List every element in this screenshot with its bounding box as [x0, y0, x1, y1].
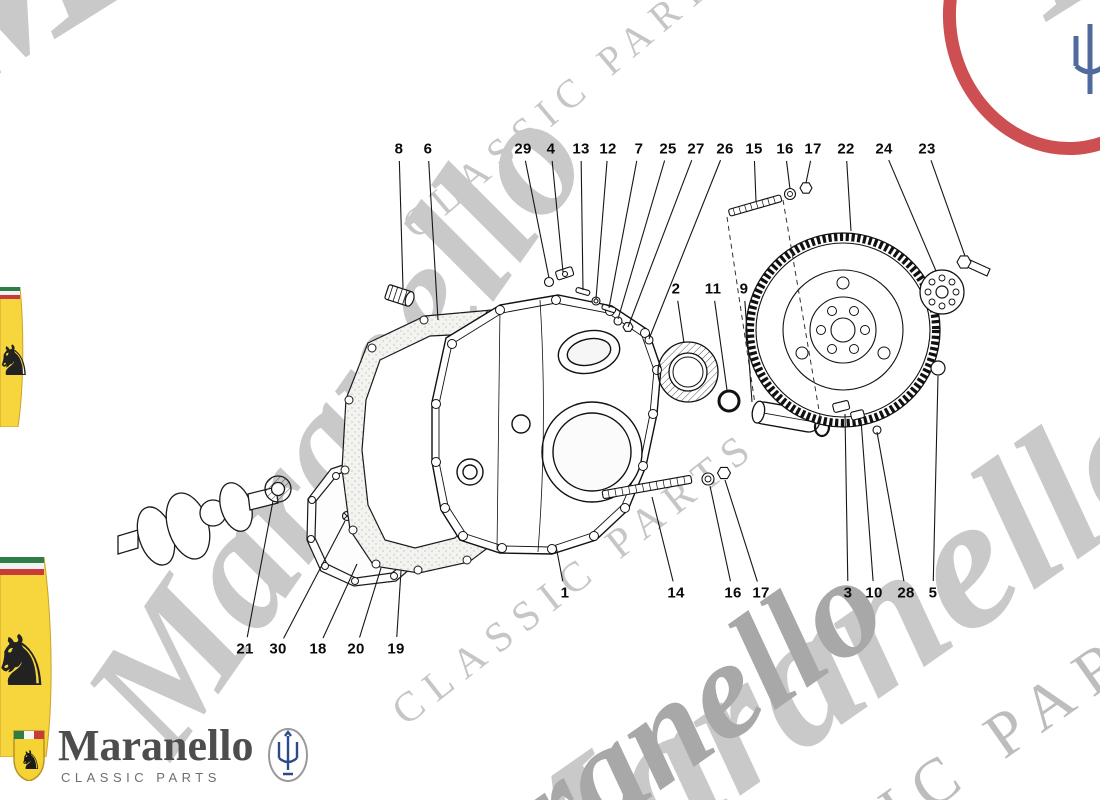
crankshaft	[117, 482, 279, 566]
flywheel	[745, 232, 941, 428]
ferrari-shield-logo: ♞	[13, 729, 45, 781]
stud-bottom	[601, 475, 693, 499]
ball-bearing	[930, 360, 946, 376]
nut-top	[799, 182, 813, 194]
footer-tagline: CLASSIC PARTS	[61, 770, 221, 785]
o-ring	[717, 389, 741, 413]
pilot-bearing	[264, 475, 292, 503]
breather-plug	[384, 284, 415, 307]
flywheel-housing	[431, 294, 662, 555]
maserati-trident-logo	[267, 727, 308, 782]
footer-brand: Maranello	[58, 721, 254, 770]
seal-ring	[657, 341, 719, 403]
nut-bottom	[716, 466, 732, 480]
stud-top	[728, 194, 783, 217]
flywheel-bolt	[956, 255, 991, 277]
prancing-horse-icon: ♞	[19, 746, 42, 776]
drive-plate	[919, 269, 965, 315]
footer-logo-bar: ♞ Maranello CLASSIC PARTS	[12, 724, 310, 785]
